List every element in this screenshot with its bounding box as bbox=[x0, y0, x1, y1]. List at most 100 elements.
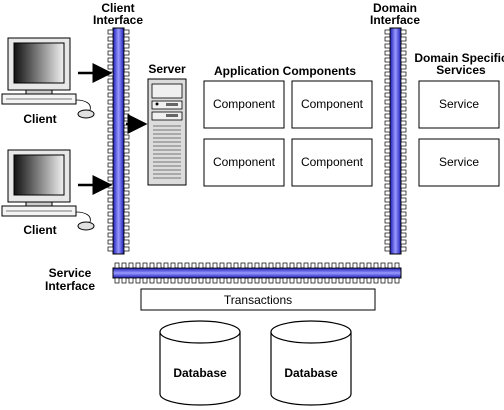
interface-tooth bbox=[177, 262, 183, 269]
interface-tooth bbox=[107, 43, 114, 49]
interface-tooth bbox=[107, 78, 114, 84]
interface-tooth bbox=[107, 197, 114, 203]
client-label-1: Client bbox=[23, 112, 56, 126]
interface-tooth bbox=[384, 71, 391, 77]
interface-tooth bbox=[317, 277, 323, 284]
interface-tooth bbox=[184, 277, 190, 284]
component-box-2 bbox=[291, 80, 373, 129]
interface-tooth bbox=[400, 99, 407, 105]
interface-tooth bbox=[123, 29, 130, 35]
interface-tooth bbox=[384, 99, 391, 105]
interface-tooth bbox=[384, 246, 391, 252]
interface-tooth bbox=[387, 262, 393, 269]
interface-tooth bbox=[261, 262, 267, 269]
interface-tooth bbox=[205, 277, 211, 284]
domain-interface-label: Domain Interface bbox=[370, 1, 420, 27]
database-label-1: Database bbox=[173, 366, 227, 380]
domain-interface-label-line1: Domain bbox=[373, 1, 417, 15]
interface-tooth bbox=[205, 262, 211, 269]
interface-tooth bbox=[400, 85, 407, 91]
interface-tooth bbox=[384, 218, 391, 224]
interface-tooth bbox=[198, 262, 204, 269]
interface-tooth bbox=[384, 148, 391, 154]
client-interface-label-line2: Interface bbox=[93, 13, 143, 27]
interface-tooth bbox=[123, 218, 130, 224]
service-label-2: Service bbox=[439, 155, 479, 169]
interface-tooth bbox=[400, 134, 407, 140]
interface-tooth bbox=[212, 277, 218, 284]
interface-tooth bbox=[384, 29, 391, 35]
interface-tooth bbox=[384, 36, 391, 42]
interface-tooth bbox=[384, 127, 391, 133]
interface-tooth bbox=[123, 190, 130, 196]
interface-tooth bbox=[219, 277, 225, 284]
interface-tooth bbox=[331, 262, 337, 269]
interface-tooth bbox=[123, 50, 130, 56]
interface-tooth bbox=[384, 155, 391, 161]
interface-tooth bbox=[384, 239, 391, 245]
domain-interface-label-line2: Interface bbox=[370, 13, 420, 27]
interface-tooth bbox=[254, 277, 260, 284]
interface-tooth bbox=[107, 218, 114, 224]
interface-tooth bbox=[121, 262, 127, 269]
server-tower bbox=[147, 78, 187, 186]
interface-tooth bbox=[268, 262, 274, 269]
interface-tooth bbox=[394, 277, 400, 284]
interface-tooth bbox=[373, 277, 379, 284]
interface-tooth bbox=[123, 155, 130, 161]
interface-tooth bbox=[156, 262, 162, 269]
domain-services-label-line1: Domain Specific bbox=[414, 51, 504, 65]
interface-tooth bbox=[400, 197, 407, 203]
interface-tooth bbox=[123, 169, 130, 175]
interface-tooth bbox=[107, 106, 114, 112]
interface-tooth bbox=[338, 262, 344, 269]
interface-tooth bbox=[282, 262, 288, 269]
interface-tooth bbox=[400, 106, 407, 112]
interface-tooth bbox=[384, 43, 391, 49]
interface-tooth bbox=[128, 262, 134, 269]
interface-tooth bbox=[400, 57, 407, 63]
interface-tooth bbox=[107, 134, 114, 140]
interface-tooth bbox=[400, 204, 407, 210]
interface-tooth bbox=[384, 225, 391, 231]
interface-tooth bbox=[123, 57, 130, 63]
service-box-2 bbox=[418, 138, 500, 187]
interface-tooth bbox=[142, 262, 148, 269]
interface-tooth bbox=[384, 169, 391, 175]
interface-tooth bbox=[123, 197, 130, 203]
interface-tooth bbox=[384, 197, 391, 203]
interface-tooth bbox=[107, 211, 114, 217]
interface-tooth bbox=[400, 29, 407, 35]
interface-tooth bbox=[324, 277, 330, 284]
interface-tooth bbox=[400, 36, 407, 42]
interface-tooth bbox=[247, 262, 253, 269]
interface-tooth bbox=[384, 85, 391, 91]
interface-tooth bbox=[387, 277, 393, 284]
interface-tooth bbox=[123, 36, 130, 42]
interface-tooth bbox=[107, 169, 114, 175]
interface-tooth bbox=[107, 176, 114, 182]
interface-tooth bbox=[107, 85, 114, 91]
interface-tooth bbox=[123, 43, 130, 49]
interface-tooth bbox=[226, 262, 232, 269]
interface-tooth bbox=[384, 141, 391, 147]
interface-tooth bbox=[226, 277, 232, 284]
component-box-1 bbox=[203, 80, 285, 129]
interface-tooth bbox=[107, 29, 114, 35]
interface-tooth bbox=[268, 277, 274, 284]
interface-tooth bbox=[384, 106, 391, 112]
service-interface-label: Service Interface bbox=[45, 266, 95, 293]
interface-tooth bbox=[254, 262, 260, 269]
interface-tooth bbox=[324, 262, 330, 269]
interface-tooth bbox=[384, 183, 391, 189]
interface-tooth bbox=[400, 92, 407, 98]
interface-tooth bbox=[400, 71, 407, 77]
interface-tooth bbox=[123, 106, 130, 112]
interface-tooth bbox=[345, 277, 351, 284]
interface-tooth bbox=[310, 277, 316, 284]
component-box-4 bbox=[291, 138, 373, 187]
interface-tooth bbox=[107, 162, 114, 168]
interface-tooth bbox=[400, 232, 407, 238]
component-label-1: Component bbox=[213, 97, 276, 111]
